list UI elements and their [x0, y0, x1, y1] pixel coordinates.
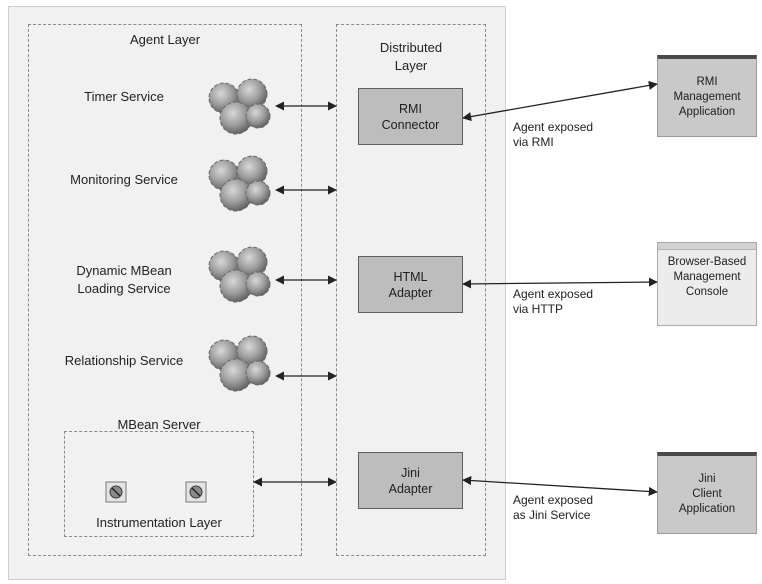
distributed-layer-box	[336, 24, 486, 556]
dynamic-mbean-loading-service-gears-icon	[208, 246, 271, 303]
jini-client-application-label: Jini Client Application	[678, 473, 736, 515]
browser-titlebar	[658, 243, 756, 250]
browser-based-management-console-window: Browser-Based Management Console	[657, 242, 757, 326]
rmi-connector-box: RMI Connector	[358, 88, 463, 145]
monitoring-service-label: Monitoring Service	[70, 172, 178, 187]
monitoring-service-gears-icon	[208, 155, 271, 212]
relationship-service-label: Relationship Service	[64, 353, 184, 368]
rmi-management-application-label: RMI Management Application	[673, 76, 741, 118]
html-adapter-box: HTML Adapter	[358, 256, 463, 313]
agent-layer-title: Agent Layer	[129, 32, 201, 47]
rmi-management-application-box: RMI Management Application	[657, 55, 757, 137]
html-adapter-label: HTML Adapter	[388, 269, 433, 300]
rmi-connector-to-client-arrow	[462, 80, 658, 122]
jini-client-application-box: Jini Client Application	[657, 452, 757, 534]
timer-service-label: Timer Service	[84, 89, 164, 104]
jini-adapter-to-client-arrow	[462, 475, 658, 497]
browser-based-management-console-label: Browser-Based Management Console	[667, 256, 747, 298]
instrumentation-layer-label: Instrumentation Layer	[96, 515, 222, 530]
jini-exposure-label: Agent exposed as Jini Service	[513, 493, 594, 522]
relationship-service-gears-icon	[208, 335, 271, 392]
jini-adapter-label: Jini Adapter	[388, 465, 433, 496]
dynamic-mbean-loading-service-label: Dynamic MBean Loading Service	[76, 263, 172, 296]
rmi-connector-label: RMI Connector	[381, 101, 440, 132]
distributed-layer-title: Distributed Layer	[379, 40, 443, 73]
agent-layer-box	[28, 24, 302, 556]
rmi-exposure-label: Agent exposed via RMI	[513, 120, 594, 149]
timer-service-gears-icon	[208, 78, 271, 135]
jini-adapter-box: Jini Adapter	[358, 452, 463, 509]
html-adapter-to-browser-arrow	[462, 277, 658, 289]
mbean-icon	[105, 481, 127, 503]
mbean-server-title: MBean Server	[117, 417, 201, 432]
http-exposure-label: Agent exposed via HTTP	[513, 287, 594, 316]
mbean-icon	[185, 481, 207, 503]
